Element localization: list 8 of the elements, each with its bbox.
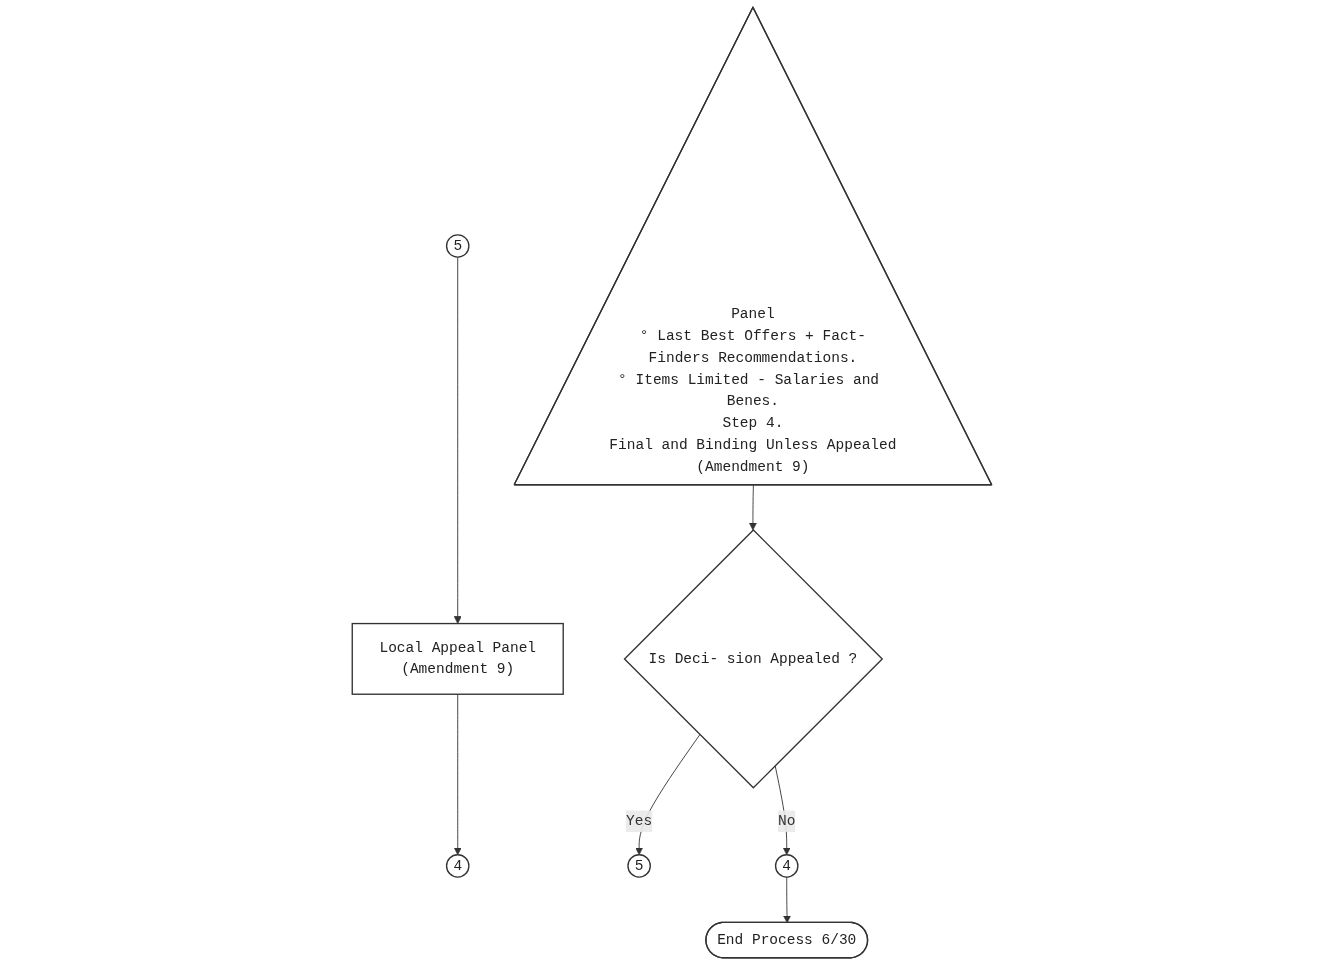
node-circle: 4 [774,854,799,878]
node-circle: 5 [626,854,651,878]
edge-label: No [777,813,795,830]
node-diamond: Is Deci- sion Appealed ? [623,529,883,789]
node-box: Local Appeal Panel (Amendment 9) [351,622,564,695]
node-circle: 4 [445,854,470,878]
edge-label: Yes [625,813,652,830]
node-circle: 5 [445,234,470,258]
